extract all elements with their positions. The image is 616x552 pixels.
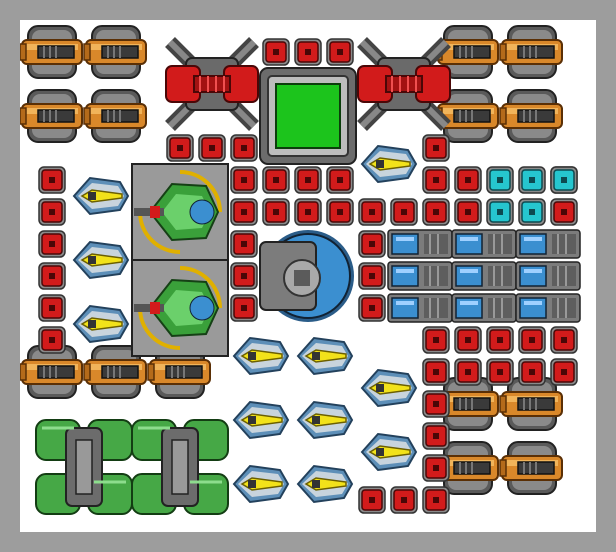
ship-editor-grid[interactable] [20,20,596,532]
red-armor-block-icon[interactable] [454,166,482,194]
red-armor-block-icon[interactable] [422,358,450,386]
yellow-fighter-pod-icon[interactable] [297,337,353,375]
red-armor-block-icon[interactable] [38,166,66,194]
yellow-fighter-pod-icon[interactable] [233,401,289,439]
red-armor-block-icon[interactable] [166,134,194,162]
cyan-armor-block-icon[interactable] [486,166,514,194]
red-armor-block-icon[interactable] [38,326,66,354]
yellow-fighter-pod-icon[interactable] [297,401,353,439]
red-armor-block-icon[interactable] [550,358,578,386]
red-armor-block-icon[interactable] [38,230,66,258]
red-armor-block-icon[interactable] [422,486,450,514]
cyan-armor-block-icon[interactable] [518,198,546,226]
red-armor-block-icon[interactable] [358,294,386,322]
red-armor-block-icon[interactable] [454,358,482,386]
red-armor-block-icon[interactable] [294,166,322,194]
red-armor-block-icon[interactable] [358,230,386,258]
thruster-engine-icon[interactable] [20,89,83,143]
red-armor-block-icon[interactable] [550,198,578,226]
red-armor-block-icon[interactable] [422,390,450,418]
yellow-fighter-pod-icon[interactable] [297,465,353,503]
red-armor-block-icon[interactable] [230,198,258,226]
red-armor-block-icon[interactable] [518,326,546,354]
blue-battery-icon[interactable] [515,229,581,259]
red-armor-block-icon[interactable] [422,454,450,482]
red-turret-icon[interactable] [166,42,258,126]
yellow-fighter-pod-icon[interactable] [361,433,417,471]
shield-generator-icon[interactable] [259,230,354,322]
red-armor-block-icon[interactable] [486,358,514,386]
red-armor-block-icon[interactable] [198,134,226,162]
red-armor-block-icon[interactable] [390,486,418,514]
red-armor-block-icon[interactable] [230,230,258,258]
yellow-fighter-pod-icon[interactable] [73,241,129,279]
red-armor-block-icon[interactable] [422,422,450,450]
red-armor-block-icon[interactable] [230,294,258,322]
green-fighter-hangar-icon[interactable] [130,258,230,358]
blue-battery-icon[interactable] [451,229,517,259]
red-armor-block-icon[interactable] [422,198,450,226]
yellow-fighter-pod-icon[interactable] [233,337,289,375]
red-armor-block-icon[interactable] [262,166,290,194]
thruster-engine-icon[interactable] [20,25,83,79]
red-armor-block-icon[interactable] [550,326,578,354]
yellow-fighter-pod-icon[interactable] [73,305,129,343]
cyan-armor-block-icon[interactable] [486,198,514,226]
blue-battery-icon[interactable] [387,261,453,291]
green-fuel-tank-icon[interactable] [34,418,134,516]
blue-battery-icon[interactable] [515,293,581,323]
red-armor-block-icon[interactable] [38,262,66,290]
red-armor-block-icon[interactable] [358,198,386,226]
red-armor-block-icon[interactable] [262,38,290,66]
red-armor-block-icon[interactable] [454,326,482,354]
yellow-fighter-pod-icon[interactable] [361,369,417,407]
thruster-engine-icon[interactable] [499,89,563,143]
yellow-fighter-pod-icon[interactable] [361,145,417,183]
red-armor-block-icon[interactable] [454,198,482,226]
green-fuel-tank-icon[interactable] [130,418,230,516]
red-armor-block-icon[interactable] [326,198,354,226]
yellow-fighter-pod-icon[interactable] [73,177,129,215]
red-armor-block-icon[interactable] [38,294,66,322]
thruster-engine-icon[interactable] [499,441,563,495]
green-fighter-hangar-icon[interactable] [130,162,230,262]
cyan-armor-block-icon[interactable] [518,166,546,194]
red-armor-block-icon[interactable] [326,38,354,66]
red-armor-block-icon[interactable] [294,38,322,66]
red-armor-block-icon[interactable] [38,198,66,226]
blue-battery-icon[interactable] [515,261,581,291]
red-armor-block-icon[interactable] [294,198,322,226]
red-armor-block-icon[interactable] [262,198,290,226]
thruster-engine-icon[interactable] [499,25,563,79]
red-armor-block-icon[interactable] [422,166,450,194]
thruster-engine-icon[interactable] [499,377,563,431]
thruster-engine-icon[interactable] [83,25,147,79]
thruster-engine-icon[interactable] [20,345,83,399]
red-armor-block-icon[interactable] [326,166,354,194]
yellow-fighter-pod-icon[interactable] [233,465,289,503]
blue-battery-icon[interactable] [451,293,517,323]
ship-layout [20,25,581,516]
red-armor-block-icon[interactable] [390,198,418,226]
red-armor-block-icon[interactable] [422,326,450,354]
red-turret-icon[interactable] [358,42,450,126]
blue-battery-icon[interactable] [387,229,453,259]
thruster-engine-icon[interactable] [83,89,147,143]
red-armor-block-icon[interactable] [518,358,546,386]
red-armor-block-icon[interactable] [422,134,450,162]
blue-battery-icon[interactable] [387,293,453,323]
cyan-armor-block-icon[interactable] [550,166,578,194]
green-core-icon[interactable] [259,67,357,165]
blue-battery-icon[interactable] [451,261,517,291]
red-armor-block-icon[interactable] [230,166,258,194]
red-armor-block-icon[interactable] [486,326,514,354]
red-armor-block-icon[interactable] [358,486,386,514]
red-armor-block-icon[interactable] [358,262,386,290]
red-armor-block-icon[interactable] [230,134,258,162]
red-armor-block-icon[interactable] [230,262,258,290]
